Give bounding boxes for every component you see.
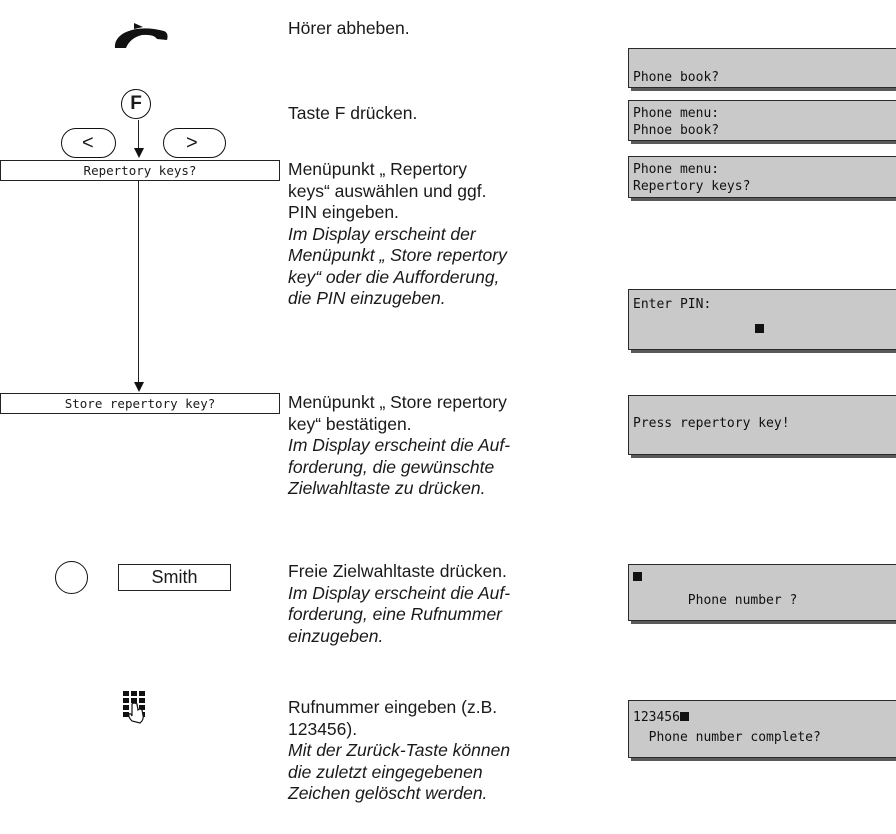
display-number-complete: 123456 Phone number complete? <box>628 700 896 758</box>
flow-line <box>138 181 139 389</box>
display-repertory-keys: Phone menu: Repertory keys? <box>628 156 896 198</box>
repertory-key-label: Smith <box>118 564 231 591</box>
step-4-description: Menüpunkt „ Store repertory key“ bestäti… <box>288 392 511 498</box>
cursor-icon <box>755 324 764 333</box>
keypad-icon <box>123 691 145 724</box>
display-phone-menu: Phone menu: Phnoe book? <box>628 100 896 141</box>
cursor-icon <box>633 572 642 581</box>
display-press-repertory-key: Press repertory key! <box>628 395 896 455</box>
step-2-description: Taste F drücken. <box>288 103 418 123</box>
flow-line <box>138 120 139 155</box>
cursor-icon <box>679 712 689 721</box>
step-5-description: Freie Zielwahltaste drücken. Im Display … <box>288 561 511 646</box>
step-1-description: Hörer abheben. <box>288 18 410 38</box>
handset-icon <box>114 23 168 48</box>
menu-item-store-repertory-key: Store repertory key? <box>0 393 280 414</box>
arrow-down-icon <box>134 382 144 392</box>
step-3-description: Menüpunkt „ Repertory keys“ auswählen un… <box>288 159 507 308</box>
repertory-key-icon <box>55 561 88 594</box>
arrow-down-icon <box>134 148 144 158</box>
menu-item-repertory-keys: Repertory keys? <box>0 160 280 181</box>
display-phone-number: Phone number ? <box>628 564 896 621</box>
display-phone-book: Phone book? <box>628 48 896 88</box>
right-arrow-key-icon: > <box>163 128 226 158</box>
step-6-description: Rufnummer eingeben (z.B. 123456). Mit de… <box>288 697 511 803</box>
f-key-icon: F <box>121 89 151 119</box>
left-arrow-key-icon: < <box>61 128 116 158</box>
display-enter-pin: Enter PIN: <box>628 289 896 350</box>
